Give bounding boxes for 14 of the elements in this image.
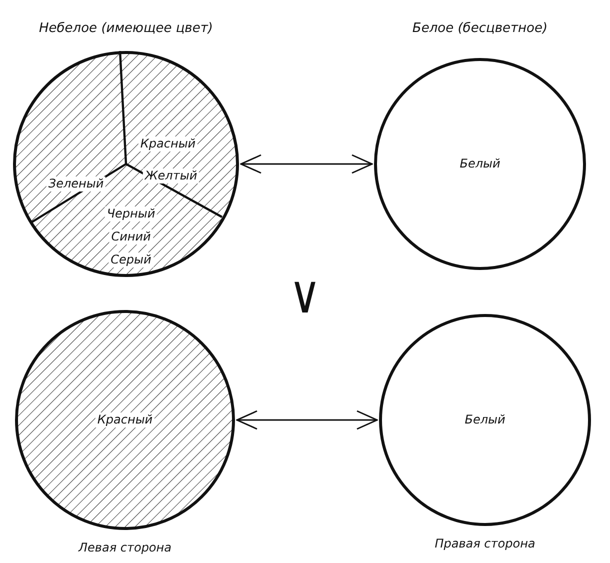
double-arrow: [236, 410, 378, 430]
circle-label: Красный: [95, 412, 155, 428]
side-label: Левая сторона: [77, 540, 172, 556]
side-label: Правая сторона: [434, 536, 536, 552]
sector-label: Красный: [138, 136, 198, 152]
sector-label: Черный: [104, 206, 158, 222]
heading: Белое (бесцветное): [411, 20, 549, 38]
or-symbol: ∨: [288, 263, 322, 328]
sector-label: Серый: [108, 252, 154, 268]
heading: Небелое (имеющее цвет): [38, 20, 214, 38]
double-arrow: [240, 154, 373, 174]
sector-label: Желтый: [142, 168, 200, 184]
sector-label: Синий: [109, 230, 153, 244]
sector-label: Зеленый: [46, 176, 106, 192]
